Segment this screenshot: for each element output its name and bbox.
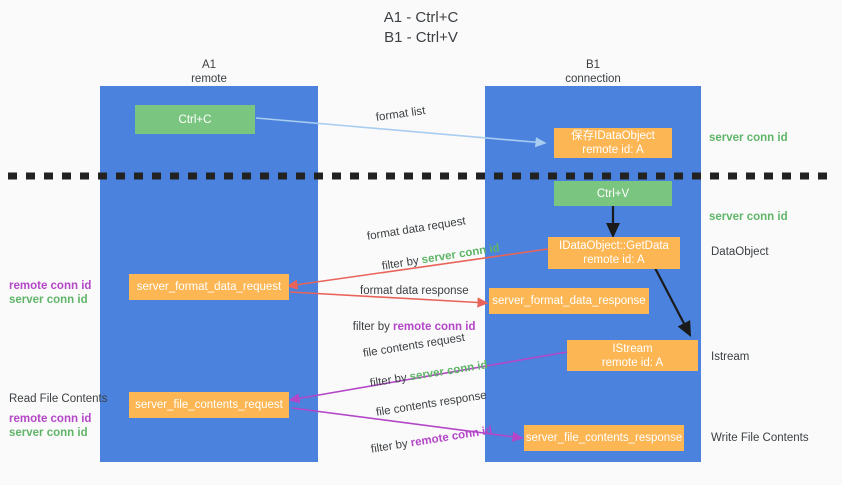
edge-label-format-data-response-filter: filter by remote conn id (340, 305, 476, 350)
box-server-file-contents-request[interactable]: server_file_contents_request (129, 392, 289, 418)
box-server-format-data-response[interactable]: server_format_data_response (489, 288, 649, 314)
edge-label-format-list: format list (375, 105, 427, 124)
box-ctrl-c[interactable]: Ctrl+C (135, 105, 255, 134)
box-istream[interactable]: IStream remote id: A (567, 340, 698, 371)
column-header-b1: B1 connection (565, 59, 621, 85)
column-header-a1: A1 remote (191, 59, 227, 85)
box-getdata[interactable]: IDataObject::GetData remote id: A (548, 237, 680, 269)
left-label-file-server-conn-id: server conn id (9, 427, 88, 439)
filter-value-remote-conn-id: remote conn id (409, 424, 494, 450)
left-label-format-remote-conn-id: remote conn id (9, 280, 92, 292)
filter-value-server-conn-id: server conn id (420, 242, 501, 267)
right-label-istream: Istream (711, 351, 750, 363)
right-label-server-conn-id-2: server conn id (709, 211, 788, 223)
filter-value-remote-conn-id: remote conn id (393, 321, 476, 333)
filter-prefix: filter by (381, 254, 423, 273)
right-label-dataobject: DataObject (711, 246, 769, 258)
filter-prefix: filter by (369, 371, 411, 390)
filter-prefix: filter by (370, 437, 412, 456)
right-label-write-file-contents: Write File Contents (711, 432, 809, 444)
box-save-dataobject[interactable]: 保存IDataObject remote id: A (554, 128, 672, 158)
left-label-format-server-conn-id: server conn id (9, 294, 88, 306)
filter-value-server-conn-id: server conn id (408, 359, 489, 384)
left-label-read-file-contents: Read File Contents (9, 393, 108, 405)
box-server-format-data-request[interactable]: server_format_data_request (129, 274, 289, 300)
filter-prefix: filter by (352, 321, 394, 333)
box-server-file-contents-response[interactable]: server_file_contents_response (524, 425, 684, 451)
right-label-server-conn-id-1: server conn id (709, 132, 788, 144)
edge-label-format-data-response: format data response (360, 285, 469, 297)
left-label-file-remote-conn-id: remote conn id (9, 413, 92, 425)
page-title: A1 - Ctrl+C B1 - Ctrl+V (383, 9, 459, 46)
box-ctrl-v[interactable]: Ctrl+V (554, 181, 672, 206)
